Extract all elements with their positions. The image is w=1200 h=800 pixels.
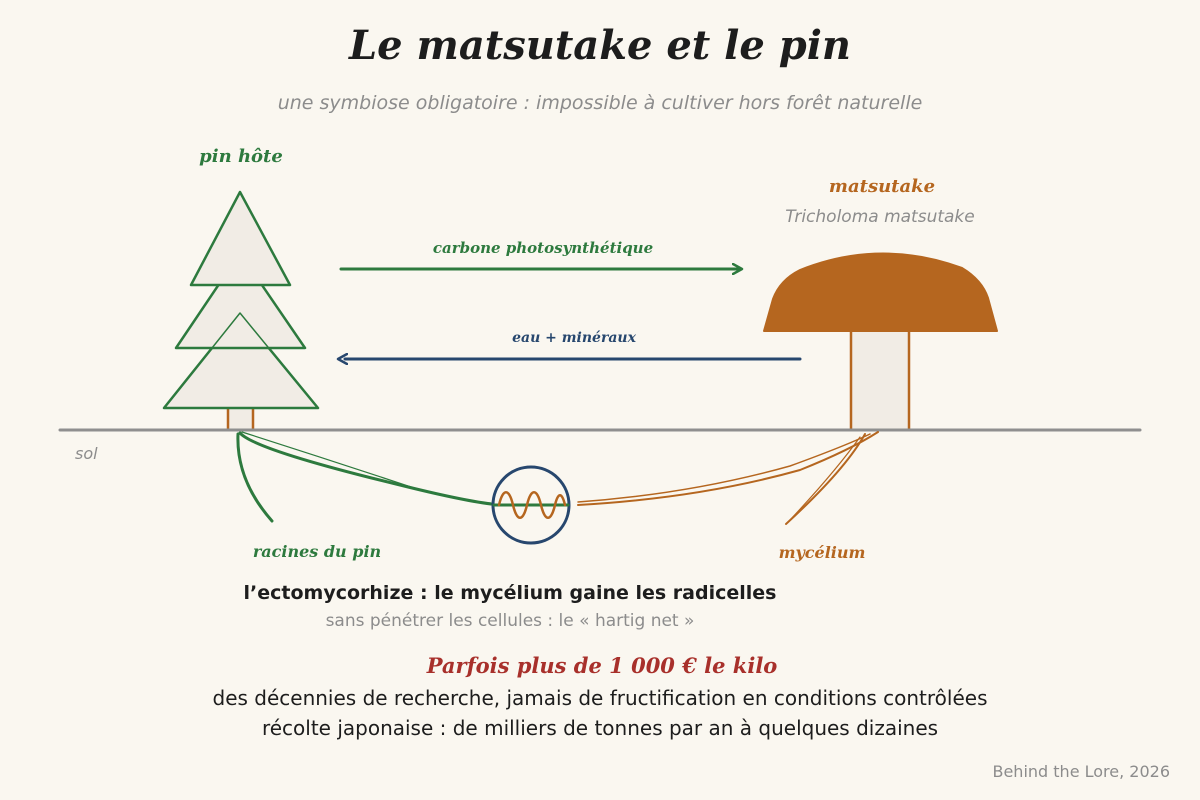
species-label: Tricholoma matsutake bbox=[785, 207, 975, 227]
ectomycorrhiza-detail: sans pénétrer les cellules : le « hartig… bbox=[325, 611, 695, 631]
carbon-flow-label: carbone photosynthétique bbox=[432, 239, 654, 257]
ground-label: sol bbox=[75, 444, 98, 463]
mycelium-label: mycélium bbox=[778, 543, 866, 562]
water-flow-label: eau + minéraux bbox=[512, 330, 636, 346]
harvest-fact: récolte japonaise : de milliers de tonne… bbox=[261, 716, 939, 740]
tree-tier-top bbox=[189, 190, 292, 287]
ectomycorrhiza-junction bbox=[491, 465, 571, 545]
tree-label: pin hôte bbox=[199, 146, 283, 167]
subtitle: une symbiose obligatoire : impossible à … bbox=[277, 92, 923, 114]
mushroom-stem bbox=[849, 325, 911, 432]
pine-roots bbox=[236, 431, 493, 523]
mycelium bbox=[577, 431, 879, 525]
tree-tier-middle bbox=[174, 251, 307, 350]
mushroom-cap bbox=[763, 252, 998, 332]
pine-tree bbox=[162, 190, 320, 432]
credit: Behind the Lore, 2026 bbox=[992, 762, 1170, 781]
page-title: Le matsutake et le pin bbox=[349, 22, 851, 69]
price-fact: Parfois plus de 1 000 € le kilo bbox=[426, 653, 778, 678]
mushroom-label: matsutake bbox=[828, 176, 936, 197]
roots-label: racines du pin bbox=[252, 542, 382, 561]
research-fact: des décennies de recherche, jamais de fr… bbox=[212, 686, 988, 710]
ectomycorrhiza-title: l’ectomycorhize : le mycélium gaine les … bbox=[243, 582, 777, 604]
matsutake-mushroom bbox=[763, 252, 998, 432]
